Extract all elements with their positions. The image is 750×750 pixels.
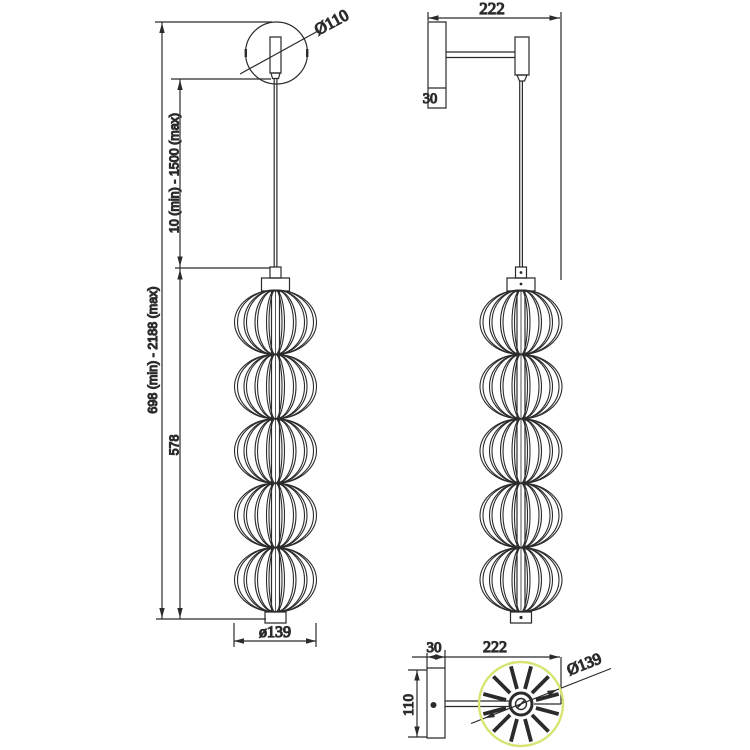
top-view: 30 222 110 Ø139 (400, 638, 611, 746)
side-view: 222 30 (422, 0, 562, 623)
side-dimension-lines (428, 12, 561, 280)
front-cord (274, 79, 277, 268)
top-dimension-lines (408, 650, 611, 737)
dim-canopy-diameter: Ø110 (311, 5, 352, 39)
front-lamp-body (262, 267, 290, 623)
dim-top-arm-projection: 222 (483, 639, 507, 656)
side-lamp-cage (480, 290, 562, 612)
dim-shade-diameter: Ø139 (565, 650, 604, 679)
dimension-arrowheads (159, 15, 560, 737)
side-lamp-body (507, 267, 535, 623)
front-view: 698 (min) - 2188 (max) 10 (min) - 1500 (… (145, 5, 352, 647)
top-backplate (427, 668, 509, 738)
front-lamp-cage (235, 290, 317, 612)
dim-body-height: 578 (168, 435, 182, 456)
canopy-detail (240, 22, 318, 84)
dim-arm-projection: 222 (479, 0, 505, 18)
top-shade-wheel (479, 662, 563, 746)
dim-backplate-length: 110 (401, 694, 417, 716)
dim-cord-length: 10 (min) - 1500 (max) (168, 113, 182, 233)
side-cord (520, 81, 523, 267)
dim-body-diameter: ø139 (259, 624, 291, 641)
front-dimension-lines (162, 22, 316, 647)
front-extension-lines (155, 22, 272, 619)
dim-bracket-segment: 30 (423, 91, 438, 107)
dim-top-bracket-depth: 30 (427, 640, 442, 656)
dim-overall-height: 698 (min) - 2188 (max) (146, 286, 160, 413)
wall-bracket (428, 22, 529, 108)
